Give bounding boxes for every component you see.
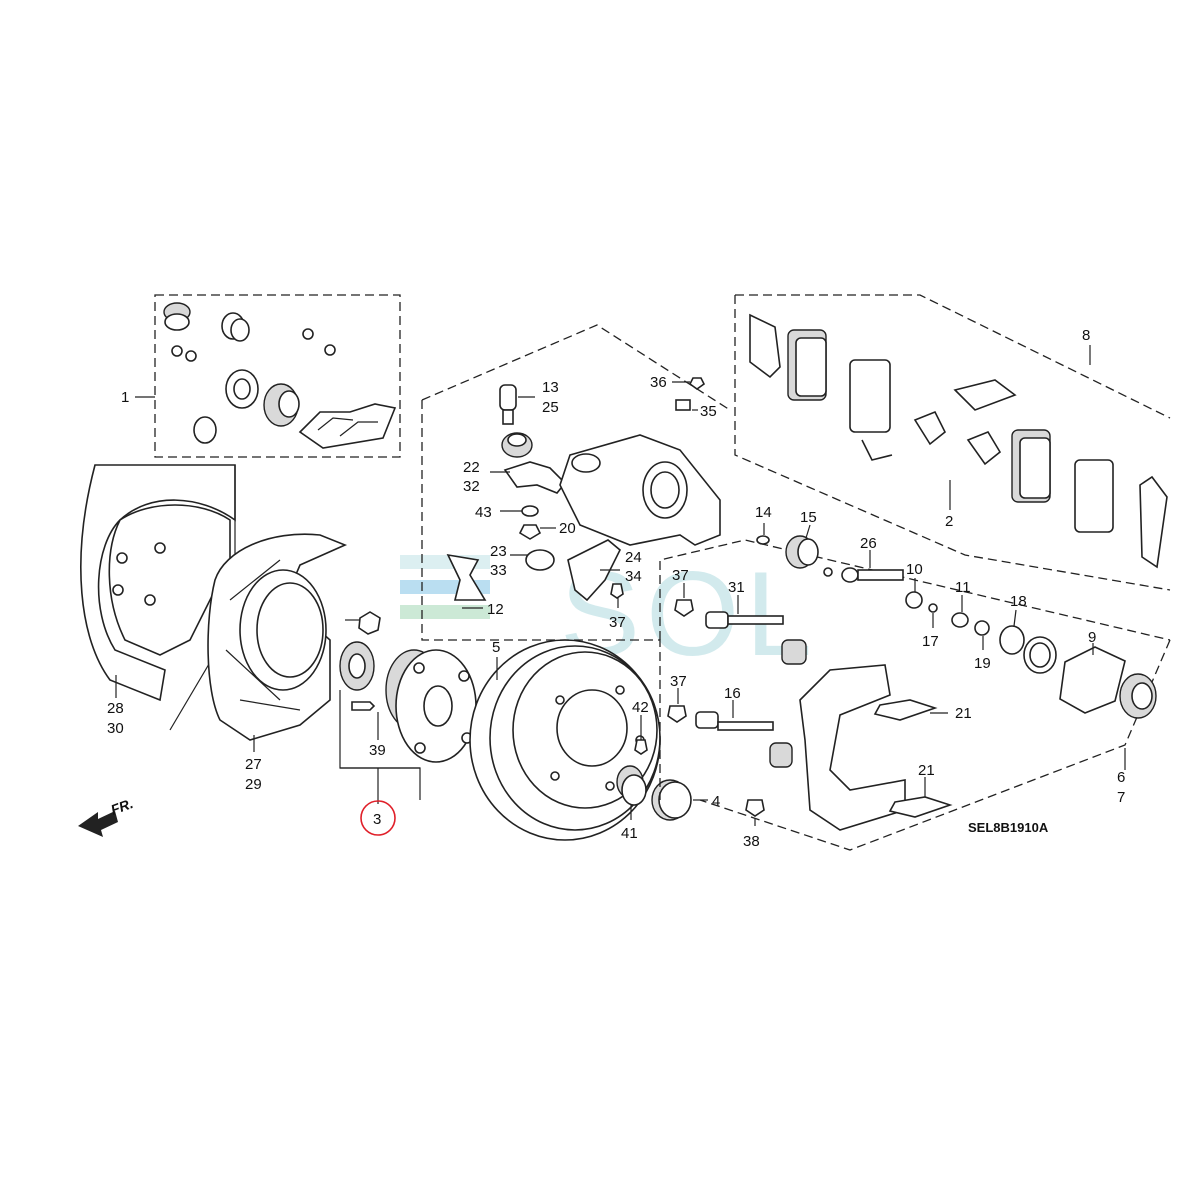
callout-21-b: 21 (918, 762, 935, 779)
callout-1: 1 (121, 389, 129, 406)
callout-6: 6 (1117, 769, 1125, 786)
callout-12: 12 (487, 601, 504, 618)
callout-35: 35 (700, 403, 717, 420)
callout-31: 31 (728, 579, 745, 596)
callout-30: 30 (107, 720, 124, 737)
callout-37-c: 37 (670, 673, 687, 690)
callout-14: 14 (755, 504, 772, 521)
callout-13: 13 (542, 379, 559, 396)
callout-18: 18 (1010, 593, 1027, 610)
callout-4: 4 (712, 793, 720, 810)
callout-24: 24 (625, 549, 642, 566)
callout-39: 39 (369, 742, 386, 759)
caliper-bracket-group: 6 7 14 15 26 10 17 11 19 18 (659, 504, 1171, 851)
callout-37-b: 37 (672, 567, 689, 584)
callout-26: 26 (860, 535, 877, 552)
callout-2: 2 (945, 513, 953, 530)
callout-28: 28 (107, 700, 124, 717)
seal-kit-group: 1 (121, 294, 401, 458)
callout-8: 8 (1082, 327, 1090, 344)
sleeve-boots: 41 4 42 (616, 699, 720, 842)
figure-code: SEL8B1910A (968, 820, 1049, 835)
caliper-group: 13 25 22 32 43 20 23 33 24 34 37 12 (421, 324, 731, 800)
brake-pads-group: 8 2 (734, 294, 1171, 591)
callout-22: 22 (463, 459, 480, 476)
backing-plate-inner: 27 29 (207, 533, 348, 793)
callout-23: 23 (490, 543, 507, 560)
callout-7: 7 (1117, 789, 1125, 806)
callout-38: 38 (743, 833, 760, 850)
direction-label: FR. (109, 795, 136, 818)
callout-5: 5 (492, 639, 500, 656)
callout-42: 42 (632, 699, 649, 716)
callout-33: 33 (490, 562, 507, 579)
callout-29: 29 (245, 776, 262, 793)
callout-21-a: 21 (955, 705, 972, 722)
callout-20: 20 (559, 520, 576, 537)
callout-17: 17 (922, 633, 939, 650)
callout-27: 27 (245, 756, 262, 773)
callout-37-a: 37 (609, 614, 626, 631)
callout-19: 19 (974, 655, 991, 672)
callout-11: 11 (955, 579, 971, 596)
callout-3: 3 (373, 811, 381, 828)
callout-36: 36 (650, 374, 667, 391)
hub-assembly: 39 3 (339, 611, 477, 836)
callout-10: 10 (906, 561, 923, 578)
callout-32: 32 (463, 478, 480, 495)
callout-16: 16 (724, 685, 741, 702)
callout-9: 9 (1088, 629, 1096, 646)
callout-41: 41 (621, 825, 638, 842)
callout-15: 15 (800, 509, 817, 526)
callout-43: 43 (475, 504, 492, 521)
callout-34: 34 (625, 568, 642, 585)
callout-25: 25 (542, 399, 559, 416)
highlight-circle (360, 800, 396, 836)
front-direction-arrow: FR. (78, 795, 135, 837)
